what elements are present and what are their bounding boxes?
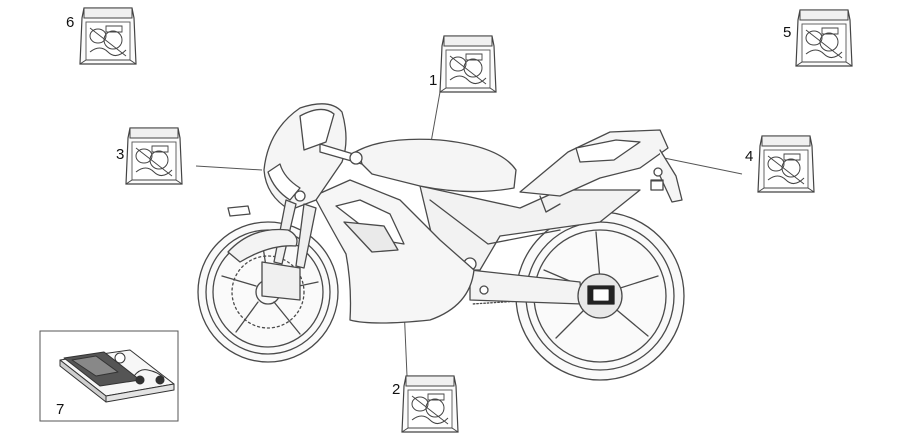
callout-7: 7 — [56, 401, 65, 418]
callout-2: 2 — [392, 381, 401, 398]
fuel-tank — [351, 138, 517, 193]
small-decal-square — [650, 180, 664, 191]
callout-6: 6 — [66, 14, 75, 31]
decal-kit-6-icon — [79, 7, 137, 65]
leader-line-4 — [663, 157, 743, 175]
swingarm — [469, 269, 623, 319]
callout-1: 1 — [429, 72, 438, 89]
tail-section — [519, 129, 669, 197]
decal-kit-4-icon — [757, 135, 815, 193]
owner-manual-icon — [59, 349, 175, 403]
leader-line-3 — [195, 165, 263, 171]
decal-kit-2-icon — [401, 375, 459, 433]
decal-kit-5-icon — [795, 9, 853, 67]
callout-4: 4 — [745, 148, 754, 165]
decal-kit-1-icon — [439, 35, 497, 93]
callout-5: 5 — [783, 24, 792, 41]
motorcycle-illustration — [197, 103, 685, 381]
decal-kit-3-icon — [125, 127, 183, 185]
owner-manual-group — [39, 330, 179, 422]
leader-line-1 — [429, 91, 441, 149]
callout-3: 3 — [116, 146, 125, 163]
